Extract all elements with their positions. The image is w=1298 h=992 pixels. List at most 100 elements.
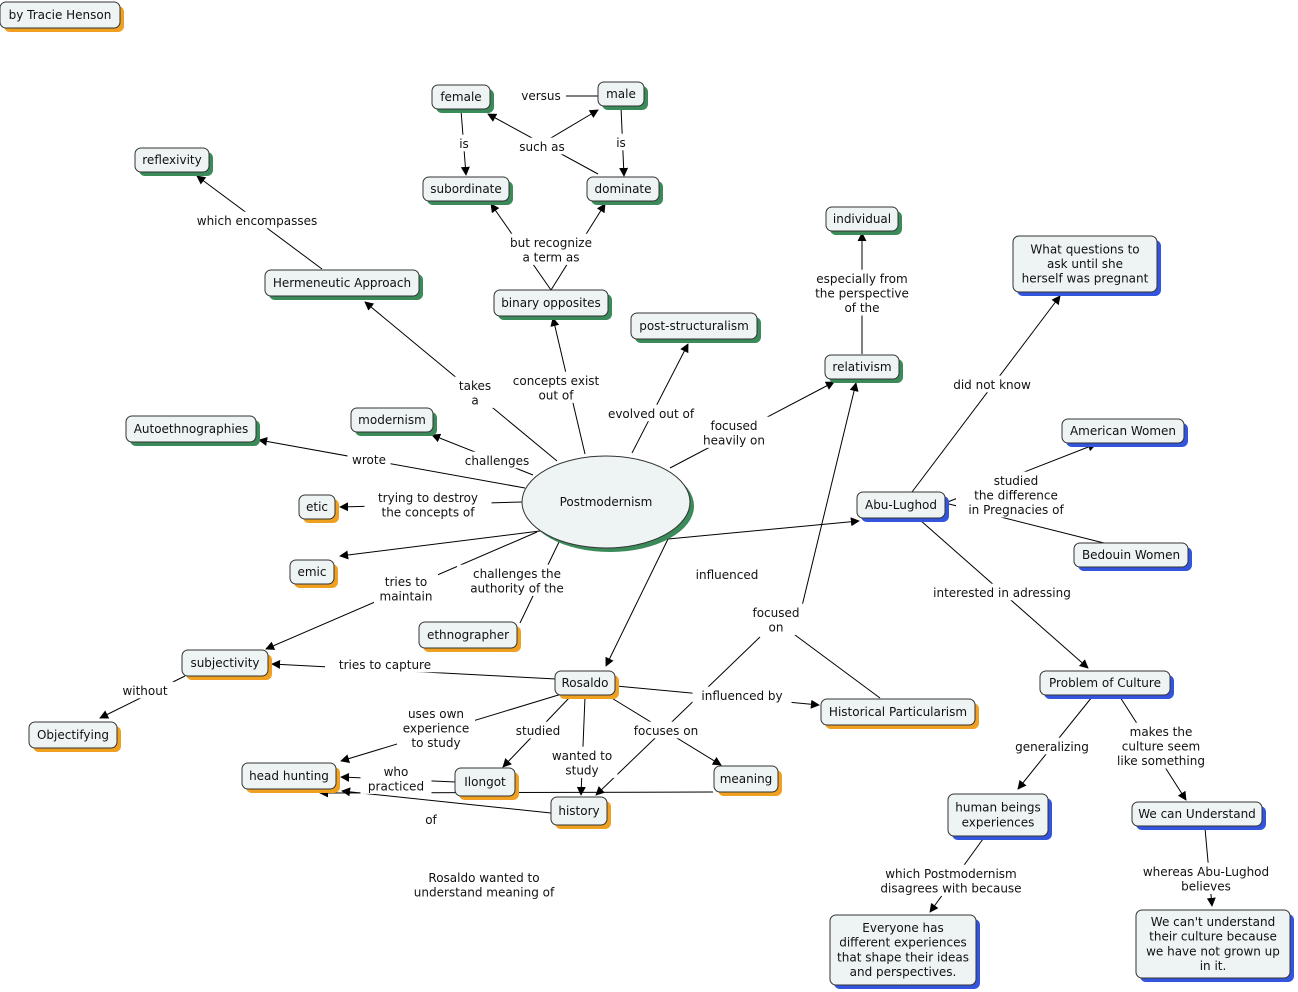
node-historical-particularism[interactable]: Historical Particularism bbox=[820, 698, 979, 729]
link-label-evolved-out-of: evolved out of bbox=[598, 404, 704, 422]
link-label-text: maintain bbox=[380, 590, 433, 604]
link-label-text: in Pregnacies of bbox=[968, 503, 1064, 517]
link-label-text: believes bbox=[1181, 880, 1231, 894]
node-label: Hermeneutic Approach bbox=[273, 276, 411, 290]
node-rosaldo[interactable]: Rosaldo bbox=[554, 670, 619, 699]
link-label-text: understand meaning of bbox=[414, 886, 555, 900]
node-ilongot[interactable]: Ilongot bbox=[454, 767, 519, 800]
node-label: modernism bbox=[358, 413, 426, 427]
node-label: Ilongot bbox=[464, 775, 506, 789]
node-poststructuralism[interactable]: post-structuralism bbox=[630, 312, 761, 343]
node-relativism[interactable]: relativism bbox=[824, 354, 903, 383]
link-label-text: especially from bbox=[816, 272, 907, 286]
node-head-hunting[interactable]: head hunting bbox=[241, 762, 340, 793]
node-label: herself was pregnant bbox=[1022, 272, 1149, 286]
node-dominate[interactable]: dominate bbox=[586, 176, 663, 205]
node-postmodernism[interactable]: Postmodernism bbox=[521, 455, 694, 552]
node-male[interactable]: male bbox=[597, 81, 648, 110]
node-label: binary opposites bbox=[501, 296, 601, 310]
node-subjectivity[interactable]: subjectivity bbox=[181, 649, 272, 680]
node-label: different experiences bbox=[839, 936, 967, 950]
node-ethnographer[interactable]: ethnographer bbox=[418, 621, 521, 652]
link-label-generalizing: generalizing bbox=[1006, 737, 1098, 755]
link-label-text: without bbox=[122, 684, 167, 698]
node-label: subordinate bbox=[430, 182, 502, 196]
connector-line bbox=[794, 634, 881, 699]
link-label-text: tries to bbox=[385, 575, 427, 589]
link-label-wrote: wrote bbox=[347, 450, 391, 468]
node-author[interactable]: by Tracie Henson bbox=[0, 1, 124, 32]
link-label-text: such as bbox=[519, 140, 564, 154]
connector-line bbox=[258, 437, 526, 489]
node-female[interactable]: female bbox=[431, 84, 494, 113]
node-modernism[interactable]: modernism bbox=[350, 407, 437, 436]
link-label-is-right: is bbox=[610, 133, 632, 151]
connector-line bbox=[667, 517, 860, 540]
node-individual[interactable]: individual bbox=[825, 206, 902, 235]
link-label-text: did not know bbox=[953, 378, 1031, 392]
link-label-text: the perspective bbox=[815, 287, 909, 301]
node-binary[interactable]: binary opposites bbox=[493, 289, 612, 320]
node-label: Problem of Culture bbox=[1049, 676, 1161, 690]
node-label: Abu-Lughod bbox=[865, 498, 937, 512]
link-label-without: without bbox=[116, 681, 174, 699]
connector-line bbox=[341, 787, 552, 814]
link-label-text: practiced bbox=[368, 780, 424, 794]
node-label: Rosaldo bbox=[561, 676, 608, 690]
connector-line bbox=[794, 382, 859, 636]
node-label: Postmodernism bbox=[560, 495, 653, 509]
node-hermeneutic[interactable]: Hermeneutic Approach bbox=[264, 269, 423, 300]
node-problem-of-culture[interactable]: Problem of Culture bbox=[1039, 670, 1174, 699]
node-abu-lughod[interactable]: Abu-Lughod bbox=[856, 491, 949, 522]
link-label-text: Rosaldo wanted to bbox=[428, 871, 539, 885]
node-meaning[interactable]: meaning bbox=[713, 765, 782, 796]
node-american-women[interactable]: American Women bbox=[1061, 418, 1188, 447]
connector-line bbox=[605, 538, 669, 667]
node-we-can-understand[interactable]: We can Understand bbox=[1131, 801, 1266, 830]
node-subordinate[interactable]: subordinate bbox=[422, 176, 513, 205]
node-objectifying[interactable]: Objectifying bbox=[28, 721, 121, 752]
link-label-text: influenced by bbox=[701, 689, 782, 703]
link-label-is-left: is bbox=[453, 134, 475, 152]
node-bedouin-women[interactable]: Bedouin Women bbox=[1073, 542, 1192, 571]
link-label-text: focused bbox=[752, 606, 799, 620]
node-autoethnographies[interactable]: Autoethnographies bbox=[125, 415, 260, 446]
link-label-tries-to-capture: tries to capture bbox=[325, 655, 445, 673]
node-history[interactable]: history bbox=[550, 796, 611, 829]
connector-line bbox=[576, 696, 586, 796]
node-label: What questions to bbox=[1030, 242, 1139, 256]
node-label: male bbox=[606, 87, 636, 101]
link-label-text: focused bbox=[710, 419, 757, 433]
link-label-text: makes the bbox=[1130, 725, 1193, 739]
node-label: that shape their ideas bbox=[837, 950, 969, 964]
link-label-text: challenges bbox=[465, 454, 529, 468]
node-label: in it. bbox=[1200, 959, 1227, 973]
node-label: Bedouin Women bbox=[1082, 548, 1180, 562]
link-label-text: wrote bbox=[352, 453, 386, 467]
link-label-versus: versus bbox=[516, 86, 566, 104]
node-etic[interactable]: etic bbox=[298, 494, 339, 523]
link-label-text: evolved out of bbox=[608, 407, 695, 421]
link-label-text: on bbox=[769, 621, 784, 635]
node-label: American Women bbox=[1070, 424, 1176, 438]
link-label-text: but recognize bbox=[510, 236, 592, 250]
link-label-text: challenges the bbox=[473, 567, 561, 581]
link-label-of: of bbox=[420, 810, 442, 828]
link-label-text: a term as bbox=[522, 251, 579, 265]
node-emic[interactable]: emic bbox=[289, 559, 338, 588]
node-label: experiences bbox=[962, 815, 1035, 829]
link-label-text: which encompasses bbox=[197, 214, 318, 228]
node-reflexivity[interactable]: reflexivity bbox=[134, 147, 213, 176]
